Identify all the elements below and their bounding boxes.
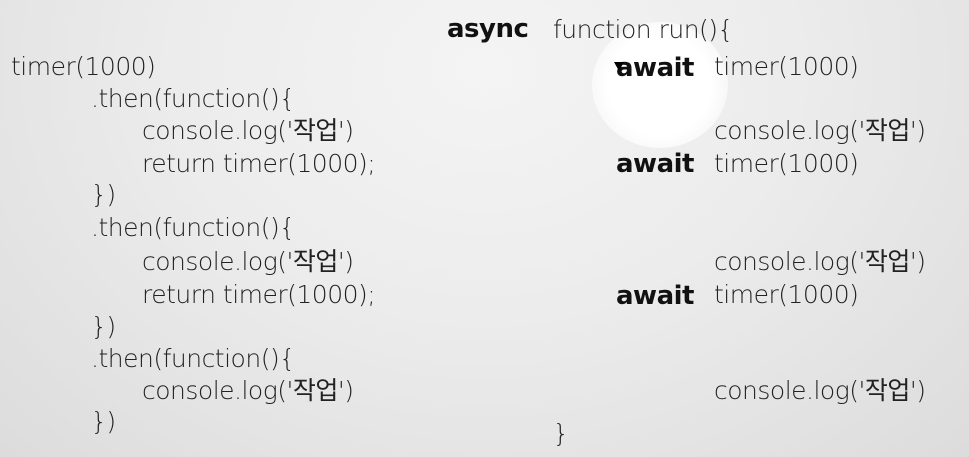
console-log-call: console.log('작업') [714,247,926,276]
await-keyword: await [616,281,694,311]
async-keyword: async [447,14,529,44]
code-line: return timer(1000); [142,280,376,309]
pointer-cursor-icon [614,62,624,71]
function-header: function run(){ [553,15,733,44]
code-line: }) [91,312,116,341]
timer-call: timer(1000) [714,149,859,178]
spotlight-highlight [592,22,728,148]
console-log-call: console.log('작업') [714,116,926,145]
code-line: }) [91,180,116,209]
timer-call: timer(1000) [714,52,859,81]
timer-call: timer(1000) [714,280,859,309]
code-line: timer(1000) [11,52,156,81]
code-line: console.log('작업') [142,376,354,405]
code-line: console.log('작업') [142,116,354,145]
code-line: return timer(1000); [142,149,376,178]
code-line: console.log('작업') [142,247,354,276]
code-line: .then(function(){ [91,84,295,113]
code-line: .then(function(){ [91,344,295,373]
closing-brace: } [553,419,569,448]
code-line: .then(function(){ [91,213,295,242]
await-keyword: await [616,149,694,179]
console-log-call: console.log('작업') [714,376,926,405]
await-keyword: await [616,53,694,83]
code-line: }) [91,407,116,436]
